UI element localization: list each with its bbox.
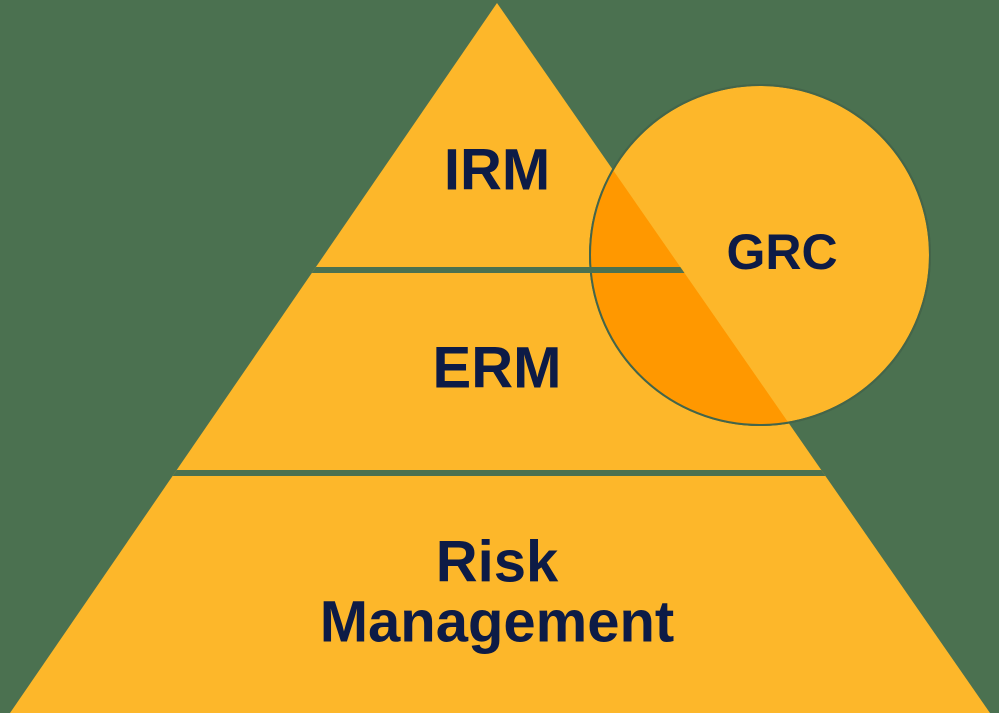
tier-label-irm: IRM <box>444 137 550 202</box>
tier-label-risk-management-line1: Risk <box>436 529 559 594</box>
pyramid-shape <box>10 3 990 713</box>
tier-label-erm: ERM <box>433 335 562 400</box>
circle-label-grc: GRC <box>726 224 837 280</box>
grc-circle-outline <box>589 84 931 426</box>
tier-label-risk-management-line2: Management <box>320 589 675 654</box>
